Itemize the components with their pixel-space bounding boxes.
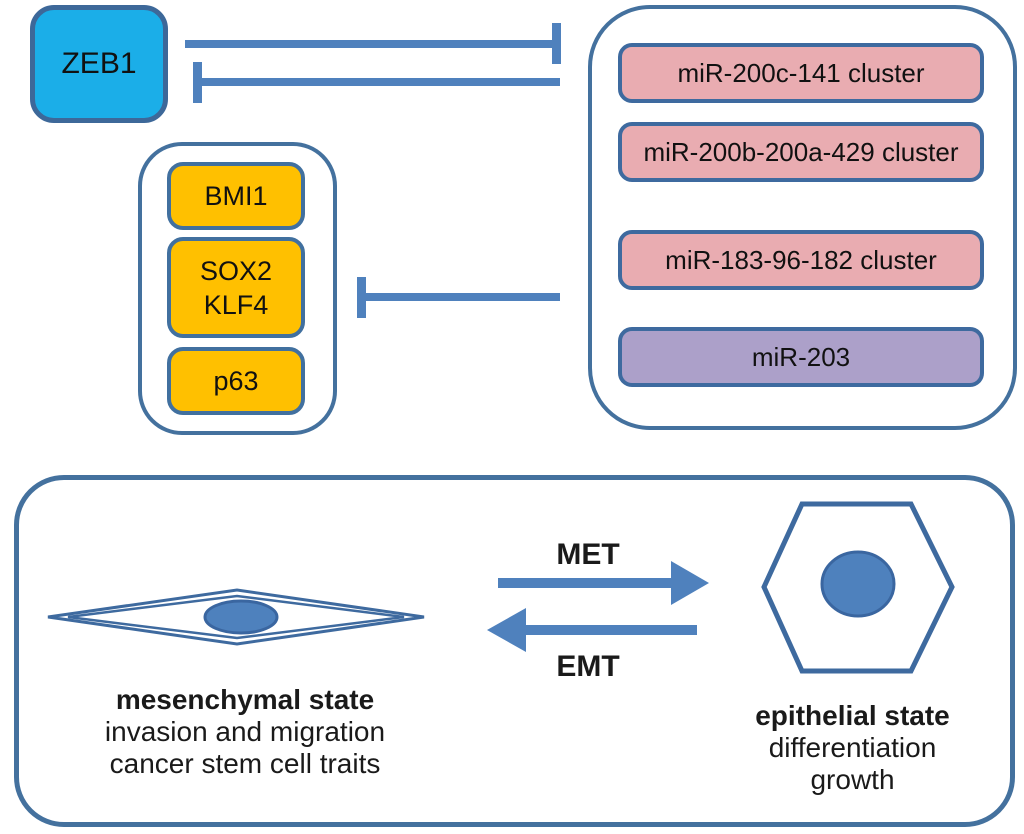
p63-box: p63 <box>167 347 305 415</box>
mir-183-96-182-label: miR-183-96-182 cluster <box>665 244 937 275</box>
zeb1-label: ZEB1 <box>61 47 137 80</box>
p63-label: p63 <box>213 366 259 396</box>
emt-label: EMT <box>556 650 620 683</box>
mir-200b-200a-429-label: miR-200b-200a-429 cluster <box>643 136 959 167</box>
inhibition-line-mir-to-factors <box>357 277 560 318</box>
epithelial-state-title: epithelial state <box>755 700 950 731</box>
sox2-label: SOX2 <box>199 255 273 286</box>
mir-203-label: miR-203 <box>751 341 851 372</box>
sox2-klf4-box: SOX2 KLF4 <box>167 237 305 338</box>
mesenchymal-state-text: mesenchymal state invasion and migration… <box>75 684 415 780</box>
mir-203-box: miR-203 <box>618 327 984 387</box>
epithelial-trait-1: differentiation <box>768 732 937 763</box>
mir-200b-200a-429-box: miR-200b-200a-429 cluster <box>618 122 984 182</box>
bmi1-label: BMI1 <box>204 181 268 211</box>
mir-200c-141-label: miR-200c-141 cluster <box>677 57 925 88</box>
epithelial-trait-2: growth <box>810 764 895 795</box>
met-label: MET <box>556 538 620 571</box>
mir-200c-141-box: miR-200c-141 cluster <box>618 43 984 103</box>
inhibition-line-mir-to-zeb1 <box>193 62 560 103</box>
inhibition-line-zeb1-to-mir <box>185 23 561 64</box>
epithelial-state-text: epithelial state differentiation growth <box>735 700 970 796</box>
mir-group-container: miR-200c-141 cluster miR-200b-200a-429 c… <box>588 5 1017 430</box>
mesenchymal-state-title: mesenchymal state <box>115 684 375 715</box>
mesenchymal-trait-1: invasion and migration <box>104 716 386 747</box>
zeb1-box: ZEB1 <box>30 5 168 123</box>
mir-183-96-182-box: miR-183-96-182 cluster <box>618 230 984 290</box>
mesenchymal-trait-2: cancer stem cell traits <box>109 748 381 779</box>
klf4-label: KLF4 <box>203 289 269 320</box>
stemness-factors-container: BMI1 SOX2 KLF4 p63 <box>138 142 337 435</box>
bmi1-box: BMI1 <box>167 162 305 230</box>
